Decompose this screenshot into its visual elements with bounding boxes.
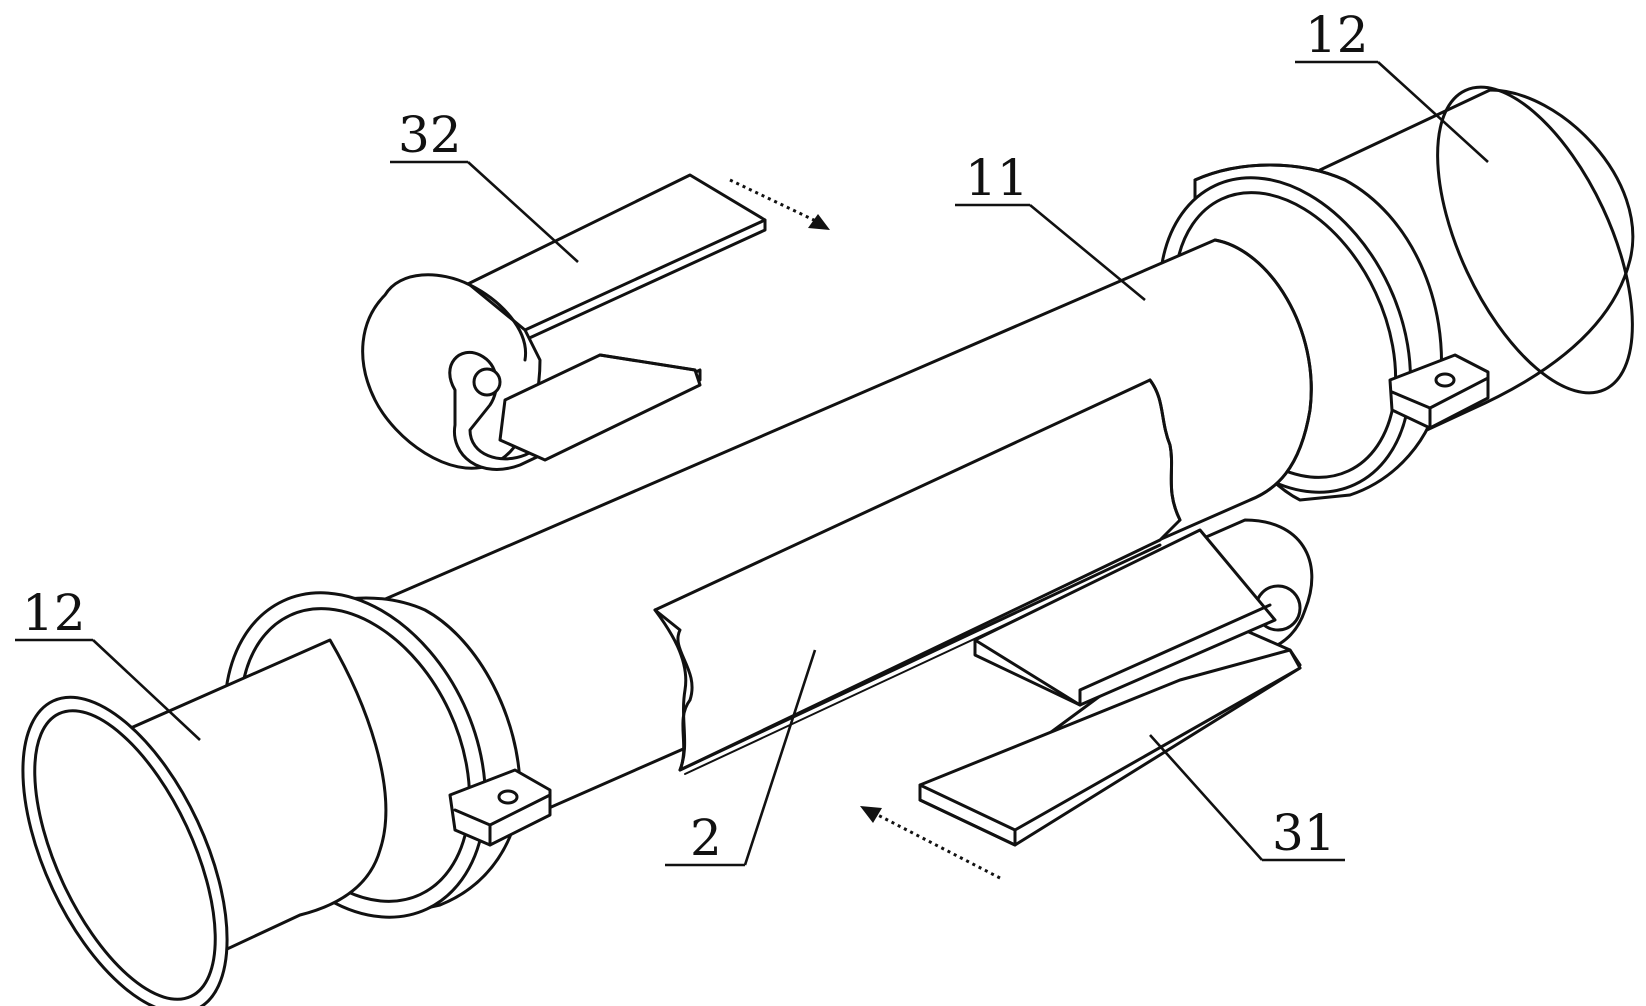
label-lower-clip: 31 xyxy=(1272,804,1336,862)
label-main-pipe: 11 xyxy=(965,149,1029,207)
label-upper-clip: 32 xyxy=(398,106,462,164)
label-lower-end-cap: 12 xyxy=(22,584,86,642)
label-upper-end-cap: 12 xyxy=(1305,6,1369,64)
left-end-pipe xyxy=(0,640,386,1006)
label-wrap-layer: 2 xyxy=(690,809,722,867)
upper-clip xyxy=(363,175,765,469)
